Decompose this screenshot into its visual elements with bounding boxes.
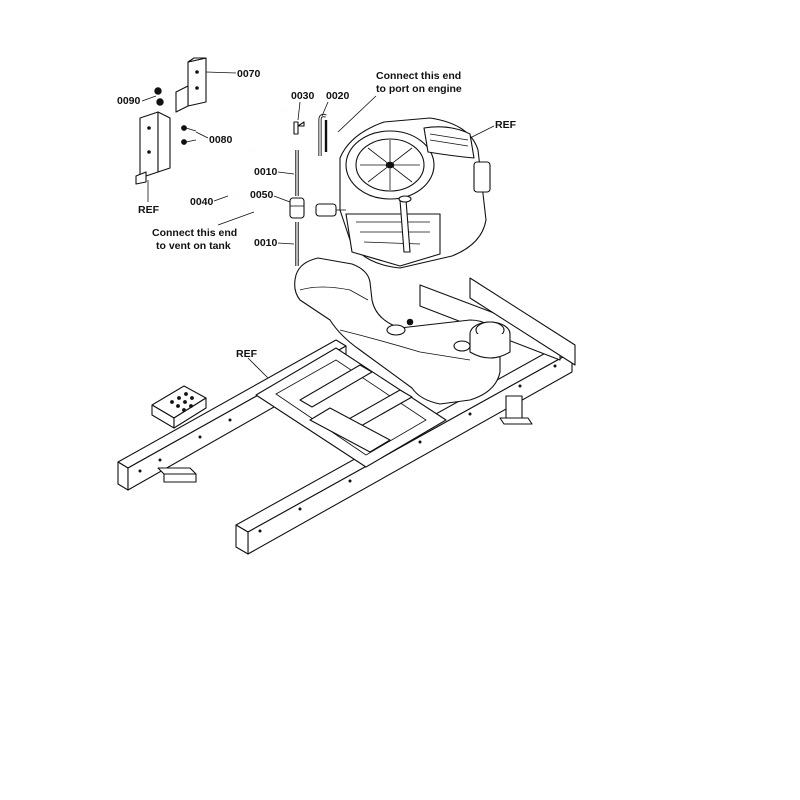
note-engine-line-1: Connect this end: [376, 70, 461, 82]
label-0050: 0050: [250, 189, 274, 201]
filter-0050: [289, 197, 305, 219]
engine: [315, 117, 491, 269]
label-0070: 0070: [237, 68, 261, 80]
label-0090: 0090: [117, 95, 141, 107]
fitting-0030: [293, 121, 305, 135]
callout-labels: 0070 0090 0080 REF 0030 0020 Connect thi…: [117, 68, 517, 360]
label-ref-bracket: REF: [138, 204, 160, 216]
label-ref-engine: REF: [495, 119, 517, 131]
bracket-0070: [175, 57, 207, 113]
note-tank-line-1: Connect this end: [152, 227, 237, 239]
label-0010-top: 0010: [254, 166, 278, 178]
bolts-0080: [181, 125, 197, 145]
label-0010-bottom: 0010: [254, 237, 278, 249]
foot-plate-holes: [170, 392, 194, 412]
hose-0020: [318, 113, 328, 156]
note-engine-line-2: to port on engine: [376, 83, 462, 95]
note-tank-line-2: to vent on tank: [156, 240, 231, 252]
label-0030: 0030: [291, 90, 315, 102]
bracket-ref: [135, 111, 171, 185]
leader-lines: [141, 71, 495, 379]
nuts-0090: [154, 87, 164, 106]
label-0020: 0020: [326, 90, 350, 102]
label-0080: 0080: [209, 134, 233, 146]
rail-holes: [138, 364, 557, 533]
label-ref-frame: REF: [236, 348, 258, 360]
label-0040: 0040: [190, 196, 214, 208]
fuel-tank: [294, 257, 511, 405]
hose-0040: [225, 108, 285, 211]
